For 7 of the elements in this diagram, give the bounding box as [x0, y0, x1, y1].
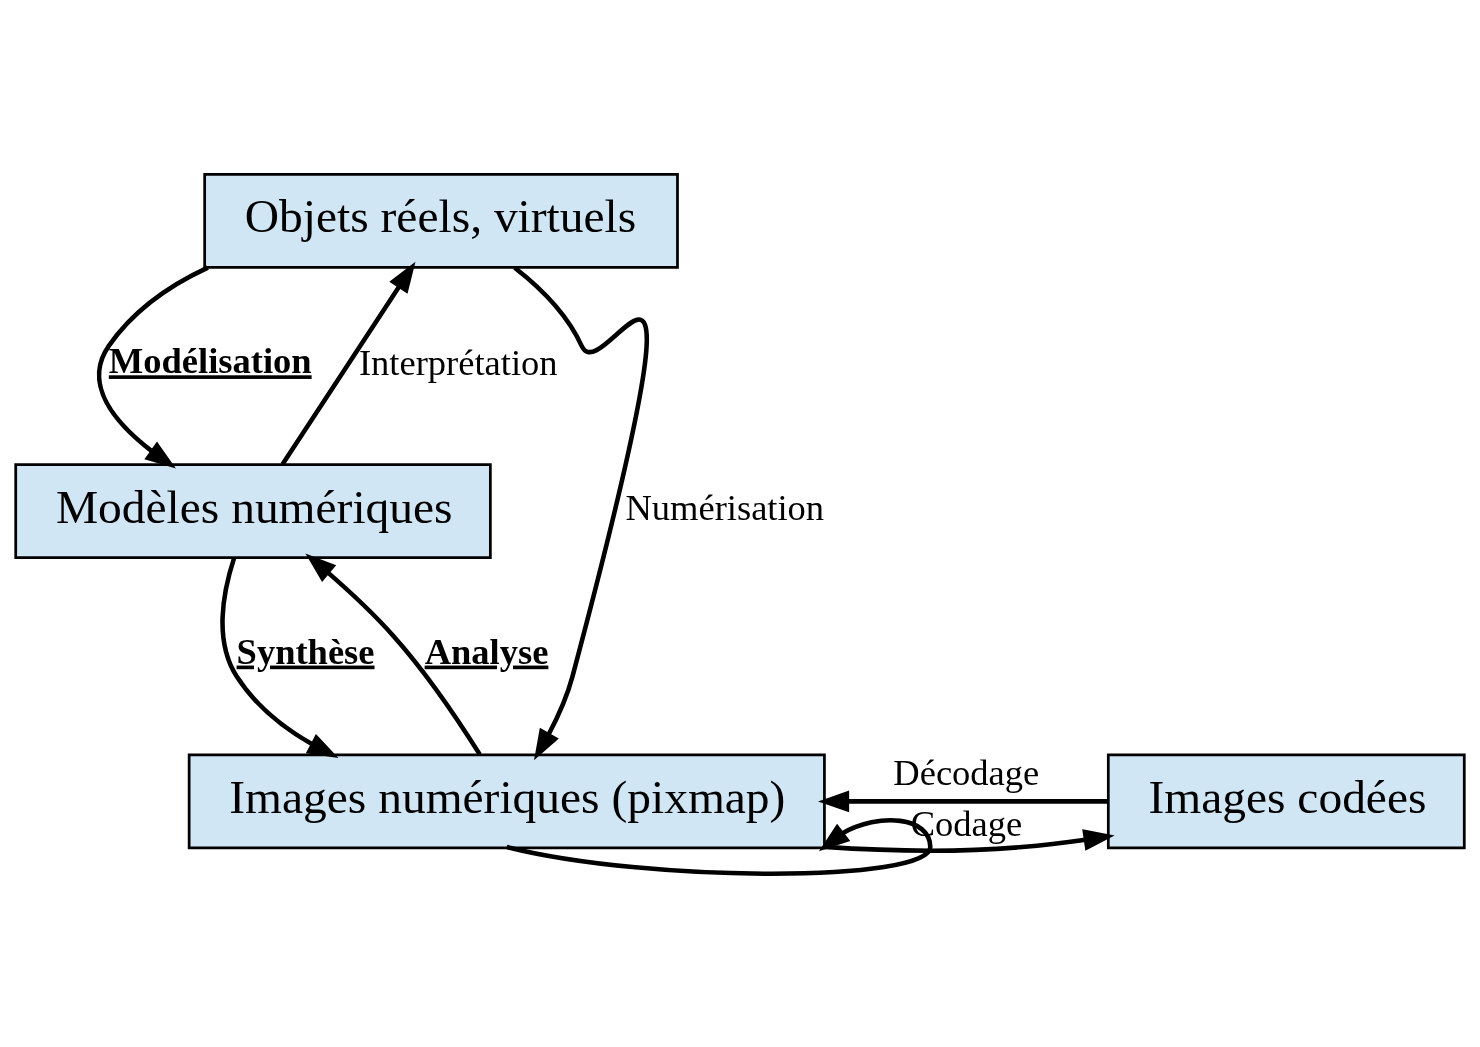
edge-label: Modélisation — [108, 339, 312, 381]
edge-label: Analyse — [424, 630, 549, 672]
edge-label: Interprétation — [358, 341, 558, 383]
edge-label: Décodage — [893, 751, 1040, 793]
edge-label: Numérisation — [625, 486, 825, 528]
edge-label: Synthèse — [236, 630, 375, 672]
edge-label: Codage — [910, 802, 1023, 844]
